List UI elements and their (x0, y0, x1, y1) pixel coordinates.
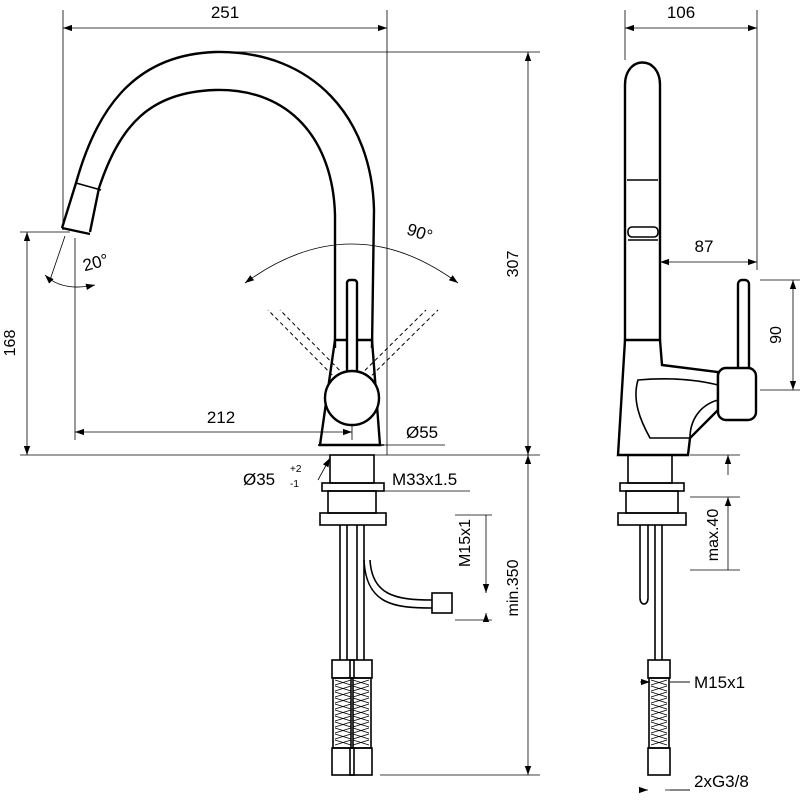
hose-braid-mark (352, 721, 370, 728)
hose-braid-mark (650, 733, 668, 740)
hose-braid-mark (352, 733, 370, 740)
hose-braid-mark (352, 727, 370, 734)
hose-braid-mark (334, 715, 352, 722)
hose-braid-mark (352, 697, 370, 704)
hose-braid-mark (650, 739, 668, 746)
label-d35-upper-tol: +2 (290, 464, 302, 475)
label-min350: min.350 (505, 559, 522, 616)
label-20-deg: 20° (81, 250, 111, 275)
hose-braid-mark (352, 715, 370, 722)
hose-braid-mark (650, 679, 668, 686)
label-106: 106 (667, 3, 695, 22)
label-212: 212 (207, 408, 235, 427)
hose-braid-mark (352, 685, 370, 692)
dim-arc-20 (44, 274, 96, 290)
side-spout (623, 61, 662, 340)
label-90: 90 (768, 326, 785, 344)
hose-braid-mark (334, 697, 352, 704)
dim-arc-90 (244, 243, 459, 284)
hose-braid-mark (334, 703, 352, 710)
supply-hoses (331, 659, 373, 776)
label-90-deg: 90° (405, 220, 435, 246)
hose-braid-mark (650, 721, 668, 728)
label-d55: Ø55 (406, 423, 438, 442)
label-168: 168 (2, 330, 19, 357)
hose-braid-mark (650, 691, 668, 698)
hose-braid-mark (334, 733, 352, 740)
label-m15-front: M15x1 (457, 519, 474, 567)
hose-braid-mark (352, 739, 370, 746)
hose-braid-mark (352, 691, 370, 698)
hose-braid-mark (650, 709, 668, 716)
hose-braid-mark (334, 709, 352, 716)
label-87: 87 (695, 237, 714, 256)
handle-lever (345, 278, 359, 374)
hose-braid-mark (650, 727, 668, 734)
label-g38: 2xG3/8 (694, 772, 749, 791)
hose-braid-mark (334, 727, 352, 734)
label-307: 307 (505, 251, 522, 278)
side-supply-hose (647, 659, 671, 776)
label-max40: max.40 (705, 509, 722, 562)
hose-braid-mark (334, 721, 352, 728)
hose-braid-mark (650, 685, 668, 692)
hose-braid-mark (650, 697, 668, 704)
spout-outline (60, 50, 376, 349)
label-d35-lower-tol: -1 (290, 479, 299, 490)
hose-braid-mark (650, 703, 668, 710)
side-view: 106 87 90 max.40 M15x1 2xG3/8 (616, 3, 800, 794)
front-view: 251 168 212 307 90° 20° Ø55 Ø35 +2 -1 M3… (2, 3, 540, 776)
hose-braid-mark (352, 703, 370, 710)
side-handle-knob (716, 366, 758, 422)
hose-braid-mark (334, 691, 352, 698)
label-m15-side: M15x1 (694, 673, 745, 692)
label-251: 251 (211, 3, 239, 22)
hose-braid-mark (352, 679, 370, 686)
label-d35: Ø35 (243, 470, 275, 489)
hose-braid-mark (334, 685, 352, 692)
leader-d35 (317, 457, 331, 481)
hose-braid-mark (334, 739, 352, 746)
side-handle-lever (736, 278, 751, 377)
hose-braid-mark (334, 679, 352, 686)
hose-braid-mark (352, 709, 370, 716)
hose-braid-mark (650, 715, 668, 722)
handle-knob (323, 369, 381, 427)
label-m33: M33x1.5 (392, 470, 457, 489)
